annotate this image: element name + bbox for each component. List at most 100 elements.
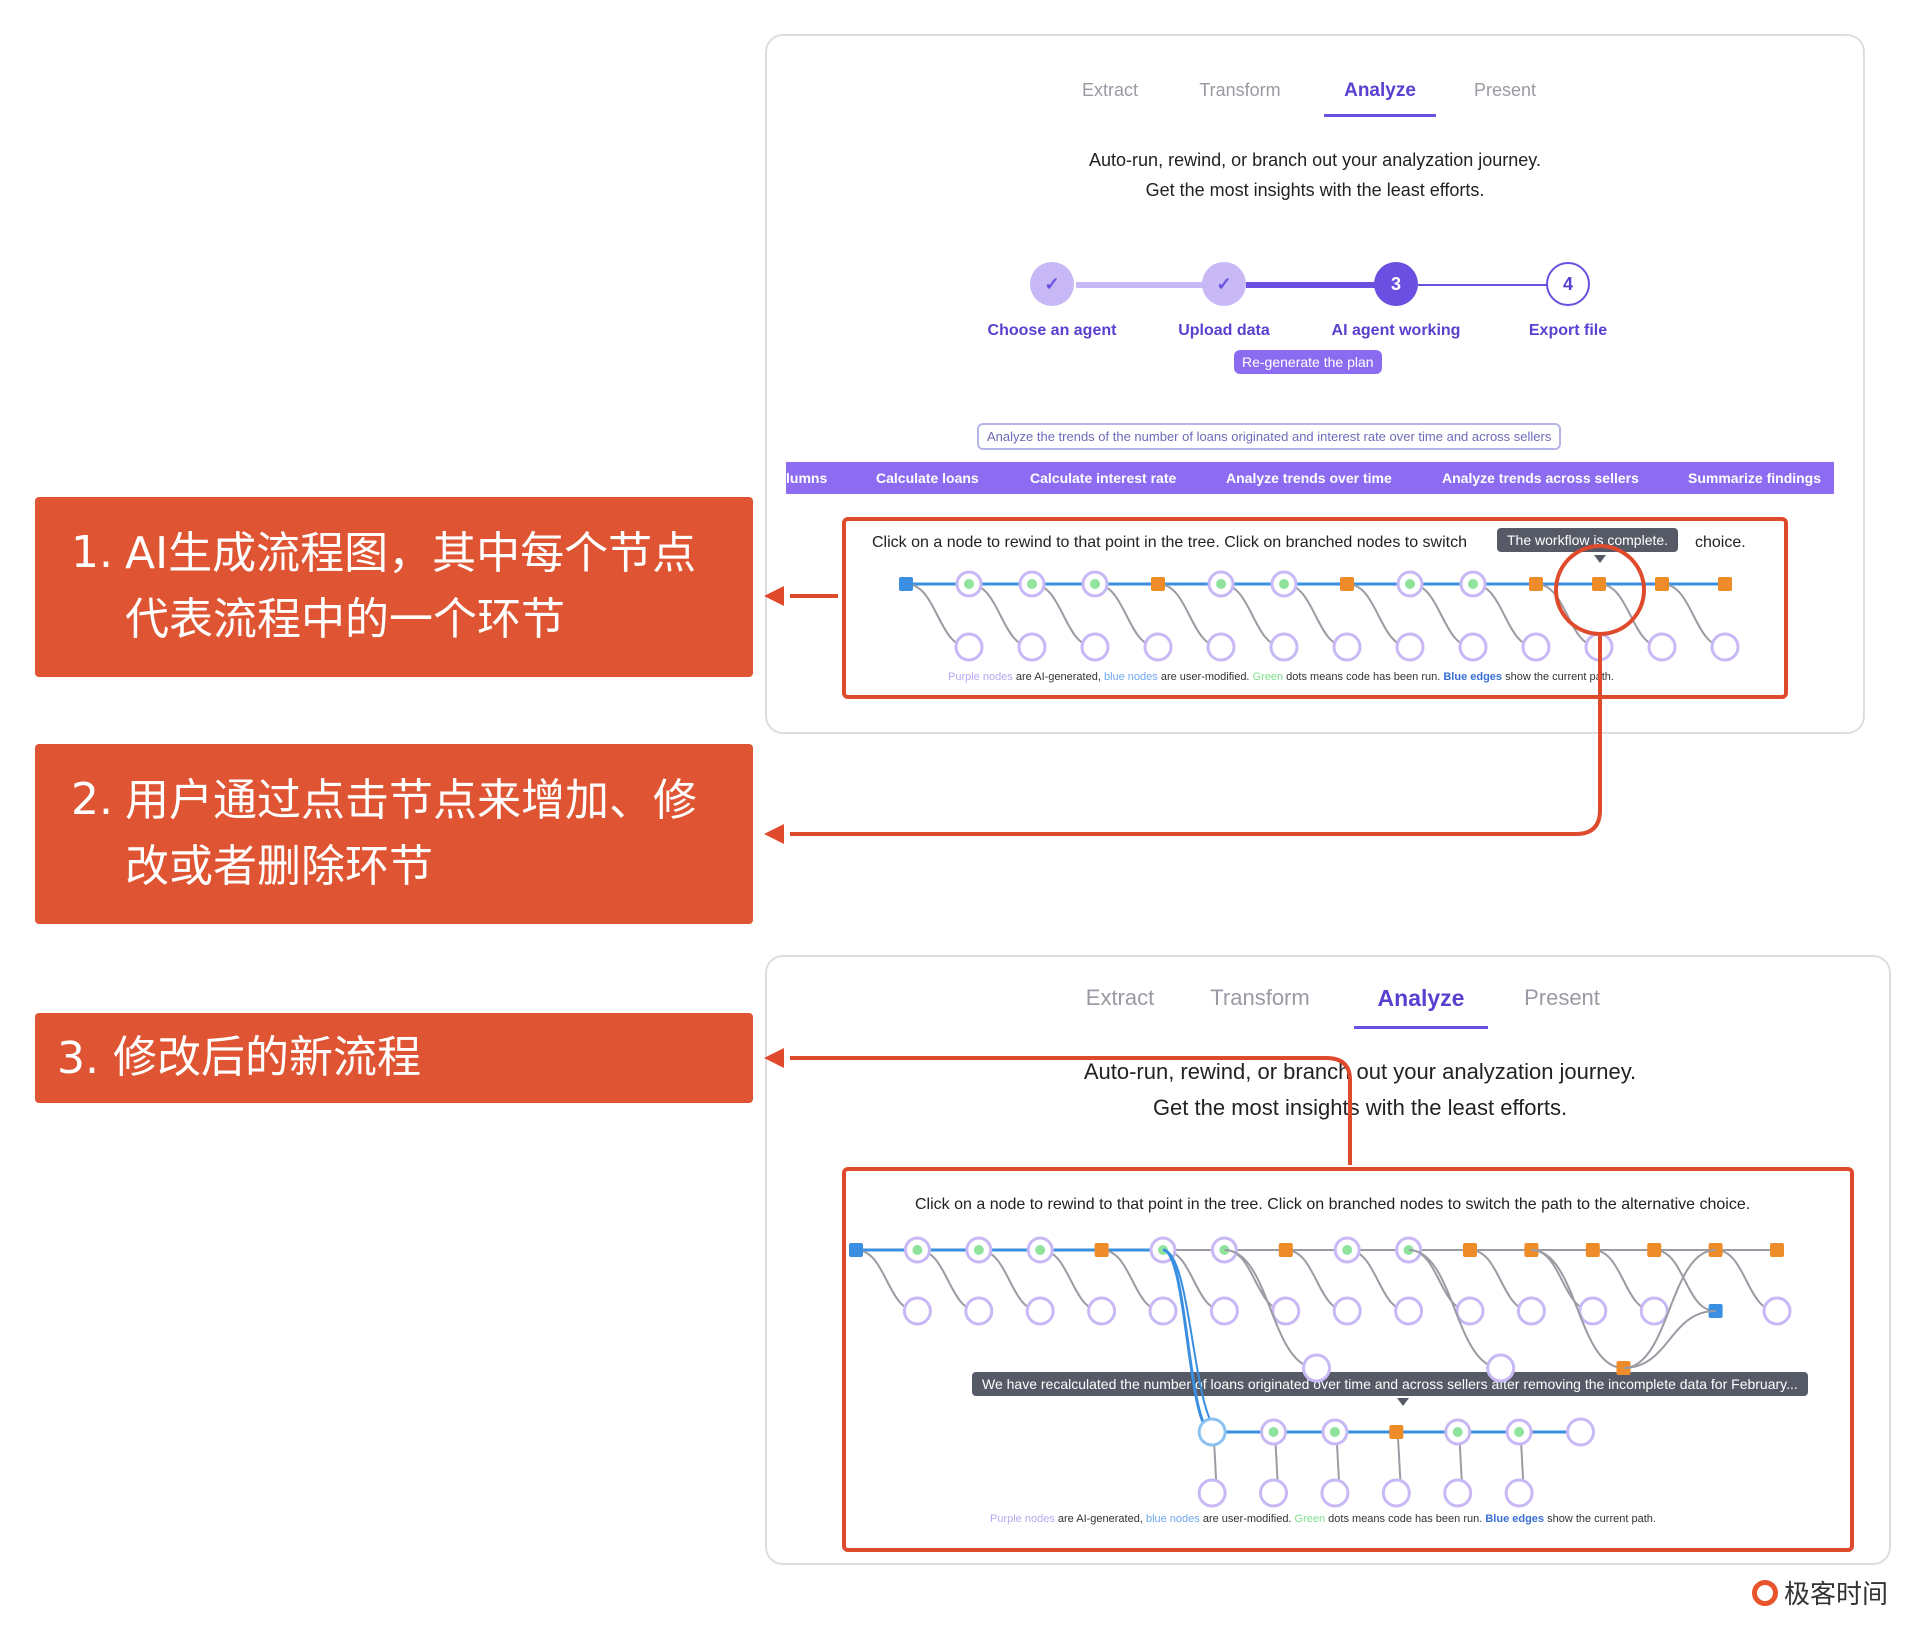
alternative-node[interactable] [1458,632,1488,662]
code-run-dot [1405,579,1415,589]
plan-breadcrumb: lumns Calculate loans Calculate interest… [786,462,1834,494]
tree-hint-top: Click on a node to rewind to that point … [872,534,1752,552]
alternative-node[interactable] [1647,632,1677,662]
code-run-dot [1268,1427,1279,1437]
callout-line: 改或者删除环节 [125,841,433,892]
step-node[interactable] [1647,1243,1662,1257]
callout-line: 用户通过点击节点来增加、修 [125,775,697,826]
alternative-node[interactable] [954,632,984,662]
tab-present[interactable]: Present [1473,80,1537,100]
step-node[interactable] [1094,1243,1109,1257]
recalculation-tooltip: We have recalculated the number of loans… [972,1372,1808,1396]
alternative-node[interactable] [1443,1478,1473,1508]
selected-node-highlight[interactable] [1554,544,1646,636]
alternative-node[interactable] [1302,1353,1331,1383]
alternative-node[interactable] [1486,1353,1516,1383]
alternative-node[interactable] [1080,632,1110,662]
legend-text: are AI-generated, [1012,671,1104,683]
user-modified-node[interactable] [1197,1417,1227,1447]
alternative-node[interactable] [1639,1296,1669,1326]
alternative-node[interactable] [1332,1296,1362,1326]
alternative-node[interactable] [1381,1478,1411,1508]
code-run-dot [1329,1427,1340,1437]
alternative-node[interactable] [1395,632,1425,662]
alternative-node[interactable] [1320,1478,1350,1508]
breadcrumb-step[interactable]: lumns [786,470,828,486]
code-run-dot [1514,1427,1525,1437]
alternative-node[interactable] [1455,1296,1485,1326]
alternative-node[interactable] [1271,1296,1301,1326]
step-node[interactable] [1463,1243,1477,1257]
step-node[interactable] [1770,1243,1784,1257]
step-1-label: Choose an agent [987,322,1117,339]
selected-node[interactable] [1592,577,1606,591]
callout-2-connector [790,636,1602,836]
breadcrumb-step[interactable]: Calculate loans [876,470,979,486]
alternative-node[interactable] [1332,632,1362,662]
code-run-dot [1468,579,1478,589]
step-node[interactable] [1529,577,1543,591]
alternative-node[interactable] [1269,632,1299,662]
alternative-node[interactable] [1197,1478,1227,1508]
callout-text: AI生成流程图，其中每个节点 代表流程中的一个环节 [125,521,696,653]
step-node[interactable] [1389,1425,1404,1439]
legend-purple: Purple nodes [990,1513,1055,1525]
brand-logo-text: 极客时间 [1784,1580,1889,1610]
regenerate-plan-button[interactable]: Re-generate the plan [1234,350,1382,374]
alternative-node[interactable] [1521,632,1551,662]
breadcrumb-step[interactable]: Summarize findings [1688,470,1822,486]
breadcrumb-step[interactable]: Analyze trends over time [1226,470,1392,486]
alternative-node[interactable] [1259,1478,1289,1508]
branch-edge [1408,1249,1501,1369]
step-node[interactable] [1340,577,1354,591]
tab-analyze[interactable]: Analyze [1324,80,1436,117]
root-user-node[interactable] [849,1243,863,1257]
ai-node[interactable] [1566,1417,1596,1447]
code-run-dot [1090,579,1100,589]
step-node[interactable] [1655,577,1669,591]
alternative-node[interactable] [1209,1296,1239,1326]
legend-green: Green [1294,1513,1326,1525]
root-user-node[interactable] [899,577,913,591]
tab-transform[interactable]: Transform [1199,80,1281,100]
goal-banner: Analyze the trends of the number of loan… [977,423,1562,450]
alternative-node[interactable] [1143,632,1173,662]
alternative-node[interactable] [1710,632,1740,662]
step-node[interactable] [1585,1243,1600,1257]
branch-edge [1531,1249,1624,1369]
tab-extract[interactable]: Extract [1085,985,1155,1010]
tree-hint-bottom: Click on a node to rewind to that point … [915,1196,1751,1213]
alternative-node[interactable] [1087,1296,1117,1326]
alternative-node[interactable] [902,1296,932,1326]
breadcrumb-step[interactable]: Analyze trends across sellers [1442,470,1639,486]
step-1-check-icon[interactable]: ✓ [1030,262,1074,306]
breadcrumb-step[interactable]: Calculate interest rate [1030,470,1177,486]
tab-transform[interactable]: Transform [1210,985,1310,1010]
step-3-indicator[interactable]: 3 [1374,262,1418,306]
step-node[interactable] [1718,577,1732,591]
alternative-node[interactable] [1025,1296,1055,1326]
tree-hint-text: choice. [1695,534,1746,551]
legend-blue: blue nodes [1103,671,1158,683]
alternative-node[interactable] [1516,1296,1546,1326]
alternative-node[interactable] [1206,632,1236,662]
step-node[interactable] [1278,1243,1293,1257]
alternative-node[interactable] [1394,1296,1424,1326]
alternative-node[interactable] [1148,1296,1178,1326]
tab-analyze[interactable]: Analyze [1354,985,1488,1029]
step-4-indicator[interactable]: 4 [1546,262,1590,306]
subtitle-line: Auto-run, rewind, or branch out your ana… [1089,150,1541,170]
step-node[interactable] [1151,577,1165,591]
alternative-node[interactable] [1017,632,1047,662]
alternative-node[interactable] [1762,1296,1792,1326]
step-2-check-icon[interactable]: ✓ [1202,262,1246,306]
geek-time-logo-icon [1752,1579,1778,1606]
tab-extract[interactable]: Extract [1081,80,1138,100]
alternative-node[interactable] [1578,1296,1608,1326]
callout-line: 修改后的新流程 [113,1032,421,1083]
alternative-node[interactable] [964,1296,994,1326]
code-run-dot [912,1245,923,1255]
alternative-node[interactable] [1504,1478,1534,1508]
tab-present[interactable]: Present [1524,985,1600,1010]
